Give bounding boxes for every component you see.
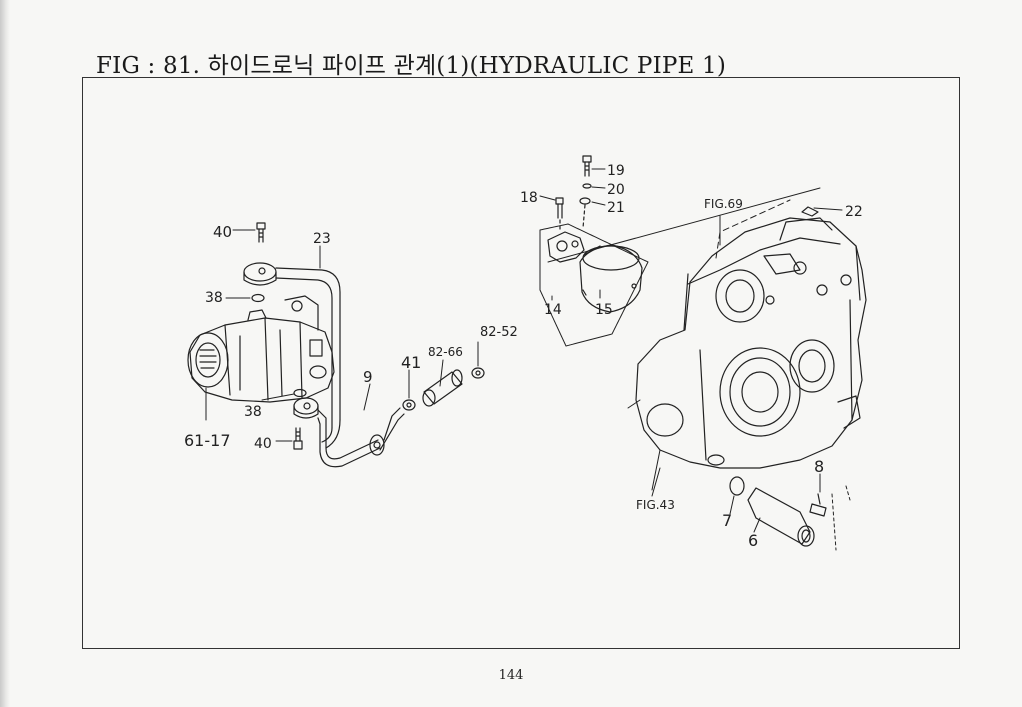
- bolt-40-top-drawing: [256, 222, 266, 243]
- callout-41: 41: [401, 353, 421, 372]
- callout-61-17: 61-17: [184, 431, 231, 450]
- page-title: FIG : 81. 하이드로닉 파이프 관계(1)(HYDRAULIC PIPE…: [96, 53, 727, 79]
- scan-edge: [0, 0, 10, 707]
- callout-40-bottom: 40: [254, 436, 272, 452]
- callout-8: 8: [814, 457, 824, 476]
- callout-20: 20: [607, 182, 625, 198]
- callout-82-52: 82-52: [480, 325, 518, 340]
- callout-15: 15: [595, 302, 613, 318]
- callout-21: 21: [607, 200, 625, 216]
- diagram-frame: [82, 77, 960, 649]
- callout-23: 23: [313, 231, 331, 247]
- callout-22: 22: [845, 204, 863, 220]
- washer-38-bottom-drawing: [293, 388, 307, 398]
- callout-7: 7: [722, 511, 732, 530]
- hydraulic-pipe-9-drawing: [293, 397, 405, 468]
- sleeve-6-drawing: [747, 487, 815, 547]
- reference-fig-43: FIG.43: [636, 498, 675, 512]
- o-ring-7-drawing: [729, 476, 745, 496]
- callout-19: 19: [607, 163, 625, 179]
- fitting-82-52-drawing: [471, 367, 485, 379]
- bolt-8-drawing: [809, 493, 827, 517]
- callout-40-top: 40: [213, 223, 232, 241]
- callout-38-top: 38: [205, 290, 223, 306]
- reference-fig-69: FIG.69: [704, 197, 743, 211]
- hydraulic-pump-drawing: [187, 295, 335, 413]
- filter-assembly-drawing: [539, 155, 649, 347]
- page-number: 144: [498, 668, 524, 683]
- callout-6: 6: [748, 531, 758, 550]
- callout-38-bottom: 38: [244, 404, 262, 420]
- bolt-40-bottom-drawing: [293, 427, 303, 450]
- callout-82-66: 82-66: [428, 345, 463, 359]
- callout-18: 18: [520, 190, 538, 206]
- leader-lines: [205, 168, 843, 533]
- hydraulic-pipe-23-drawing: [243, 262, 341, 449]
- transmission-case-drawing: [547, 187, 867, 491]
- callout-14: 14: [544, 302, 562, 318]
- fitting-41-drawing: [402, 399, 416, 411]
- hose-82-66-drawing: [422, 369, 463, 407]
- callout-9: 9: [363, 368, 373, 386]
- washer-38-top-drawing: [251, 293, 265, 303]
